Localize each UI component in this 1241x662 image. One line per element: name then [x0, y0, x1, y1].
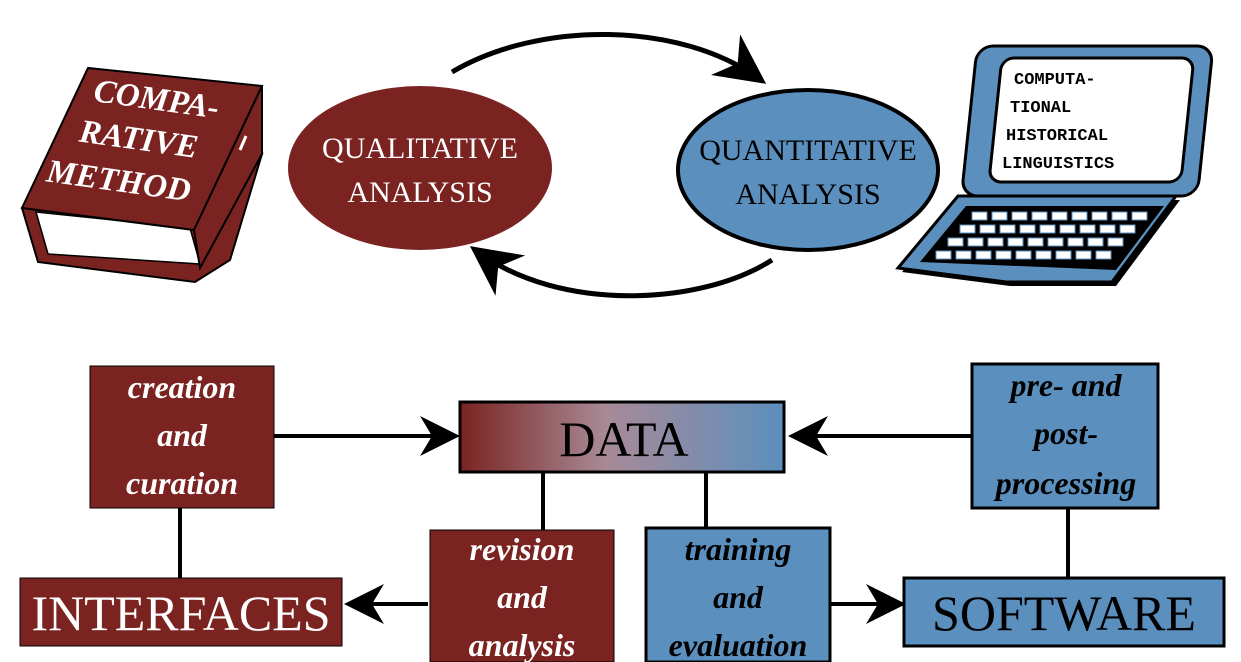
- training-line3: evaluation: [669, 627, 808, 662]
- software-box: SOFTWARE: [902, 576, 1226, 648]
- laptop-key: [1131, 211, 1148, 221]
- laptop-key: [1015, 250, 1032, 260]
- laptop-line2: TIONAL: [1010, 99, 1071, 118]
- laptop-key: [1119, 224, 1136, 234]
- laptop-line3: HISTORICAL: [1006, 127, 1108, 146]
- creation-line2: and: [157, 417, 208, 453]
- laptop-key: [979, 224, 996, 234]
- creation-line3: curation: [126, 465, 238, 501]
- laptop-key: [935, 250, 952, 260]
- processing-line3: processing: [993, 465, 1136, 501]
- revision-line3: analysis: [469, 627, 576, 662]
- training-line1: training: [685, 531, 792, 567]
- laptop-key: [1091, 211, 1108, 221]
- laptop-key: [1059, 224, 1076, 234]
- laptop-key: [1047, 237, 1064, 247]
- interfaces-label: INTERFACES: [31, 585, 330, 641]
- training-line2: and: [713, 579, 764, 615]
- laptop-key: [1027, 237, 1044, 247]
- laptop-key: [975, 250, 992, 260]
- processing-line2: post-: [1031, 415, 1098, 451]
- laptop-icon: COMPUTA- TIONAL HISTORICAL LINGUISTICS: [895, 44, 1214, 286]
- laptop-key: [1099, 224, 1116, 234]
- qualitative-line1: QUALITATIVE: [322, 132, 518, 165]
- laptop-key: [991, 211, 1008, 221]
- laptop-key: [1007, 237, 1024, 247]
- laptop-key: [1067, 237, 1084, 247]
- laptop-key: [1107, 237, 1124, 247]
- laptop-key: [1019, 224, 1036, 234]
- laptop-key: [1051, 211, 1068, 221]
- revision-line2: and: [497, 579, 548, 615]
- quantitative-analysis-ellipse: QUANTITATIVE ANALYSIS: [676, 88, 940, 252]
- book-icon: COMPA- RATIVE METHOD: [20, 66, 264, 284]
- laptop-key: [1075, 250, 1092, 260]
- laptop-line4: LINGUISTICS: [1002, 155, 1114, 174]
- laptop-key: [1055, 250, 1072, 260]
- software-label: SOFTWARE: [932, 585, 1196, 641]
- laptop-key: [1035, 250, 1052, 260]
- arrow-quant-to-qual: [469, 246, 774, 299]
- laptop-key: [1071, 211, 1088, 221]
- laptop-key: [1039, 224, 1056, 234]
- laptop-key: [955, 250, 972, 260]
- laptop-line1: COMPUTA-: [1014, 71, 1096, 90]
- laptop-key: [999, 224, 1016, 234]
- laptop-key: [971, 211, 988, 221]
- creation-curation-box: creation and curation: [89, 365, 275, 509]
- qualitative-line2: ANALYSIS: [347, 176, 492, 209]
- quantitative-line1: QUANTITATIVE: [699, 134, 917, 167]
- data-box: DATA: [458, 400, 786, 474]
- quantitative-line2: ANALYSIS: [735, 178, 880, 211]
- laptop-key: [987, 237, 1004, 247]
- creation-line1: creation: [128, 369, 236, 405]
- training-evaluation-box: training and evaluation: [644, 526, 832, 662]
- laptop-keys: [935, 211, 1148, 260]
- laptop-key: [1095, 250, 1112, 260]
- laptop-key: [1079, 224, 1096, 234]
- processing-line1: pre- and: [1007, 367, 1122, 403]
- arrow-qual-to-quant: [450, 31, 767, 84]
- laptop-key: [1087, 237, 1104, 247]
- laptop-key: [947, 237, 964, 247]
- pre-post-processing-box: pre- and post- processing: [970, 362, 1160, 510]
- revision-line1: revision: [470, 531, 575, 567]
- revision-analysis-box: revision and analysis: [429, 529, 615, 662]
- data-label: DATA: [559, 411, 688, 467]
- interfaces-box: INTERFACES: [19, 577, 343, 647]
- laptop-key: [1011, 211, 1028, 221]
- laptop-key: [1111, 211, 1128, 221]
- laptop-key: [967, 237, 984, 247]
- laptop-key: [959, 224, 976, 234]
- laptop-key: [1031, 211, 1048, 221]
- qualitative-analysis-ellipse: QUALITATIVE ANALYSIS: [288, 86, 552, 250]
- laptop-key: [995, 250, 1012, 260]
